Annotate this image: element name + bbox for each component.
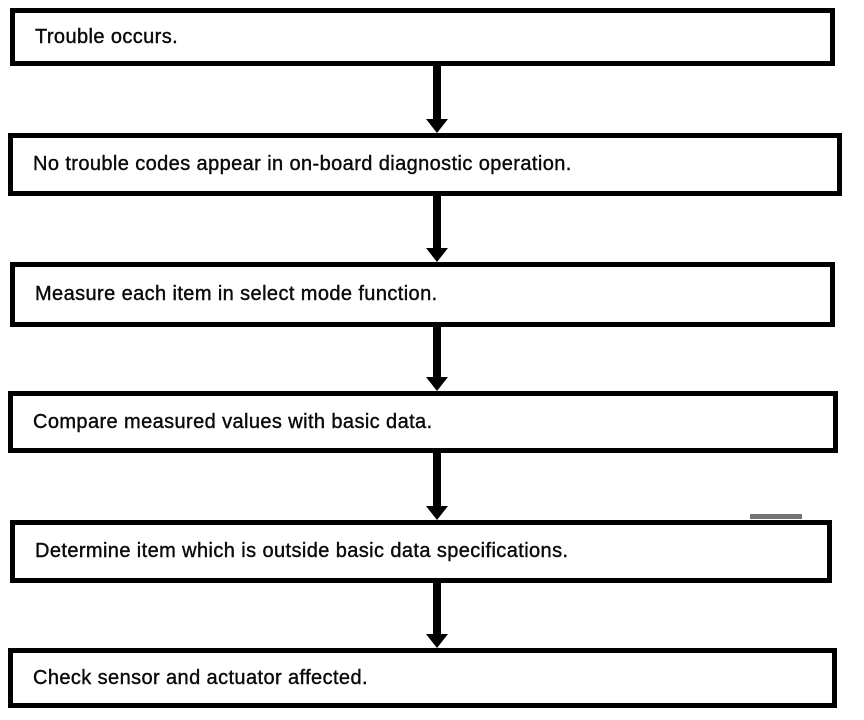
scan-artifact bbox=[218, 450, 284, 453]
arrow-shaft bbox=[433, 196, 441, 248]
arrow-shaft bbox=[433, 327, 441, 377]
flow-arrow-down-2 bbox=[426, 196, 448, 262]
flow-step-label: Compare measured values with basic data. bbox=[33, 410, 433, 433]
flow-arrow-down-5 bbox=[426, 583, 448, 648]
arrow-shaft bbox=[433, 453, 441, 506]
flow-arrow-down-3 bbox=[426, 327, 448, 391]
arrow-shaft bbox=[433, 66, 441, 119]
arrow-head-icon bbox=[426, 506, 448, 520]
scan-artifact bbox=[10, 449, 52, 453]
scan-artifact bbox=[383, 450, 419, 453]
flow-step-label: Determine item which is outside basic da… bbox=[35, 540, 569, 562]
scan-artifact bbox=[750, 514, 802, 519]
flow-step-measure-each-item: Measure each item in select mode functio… bbox=[10, 262, 835, 327]
flow-step-label: Measure each item in select mode functio… bbox=[35, 283, 438, 305]
flow-arrow-down-1 bbox=[426, 66, 448, 133]
flow-step-label: No trouble codes appear in on-board diag… bbox=[33, 153, 572, 175]
arrow-shaft bbox=[433, 583, 441, 634]
flow-arrow-down-4 bbox=[426, 453, 448, 520]
arrow-head-icon bbox=[426, 377, 448, 391]
flow-step-label: Trouble occurs. bbox=[35, 25, 179, 48]
arrow-head-icon bbox=[426, 634, 448, 648]
flow-step-compare-values: Compare measured values with basic data. bbox=[8, 391, 838, 453]
arrow-head-icon bbox=[426, 119, 448, 133]
flow-step-check-sensor-actuator: Check sensor and actuator affected. bbox=[8, 648, 837, 708]
flow-step-no-trouble-codes: No trouble codes appear in on-board diag… bbox=[8, 133, 842, 196]
flow-step-trouble-occurs: Trouble occurs. bbox=[10, 8, 835, 66]
flow-step-determine-item: Determine item which is outside basic da… bbox=[10, 520, 832, 583]
arrow-head-icon bbox=[426, 248, 448, 262]
flow-step-label: Check sensor and actuator affected. bbox=[33, 666, 368, 689]
